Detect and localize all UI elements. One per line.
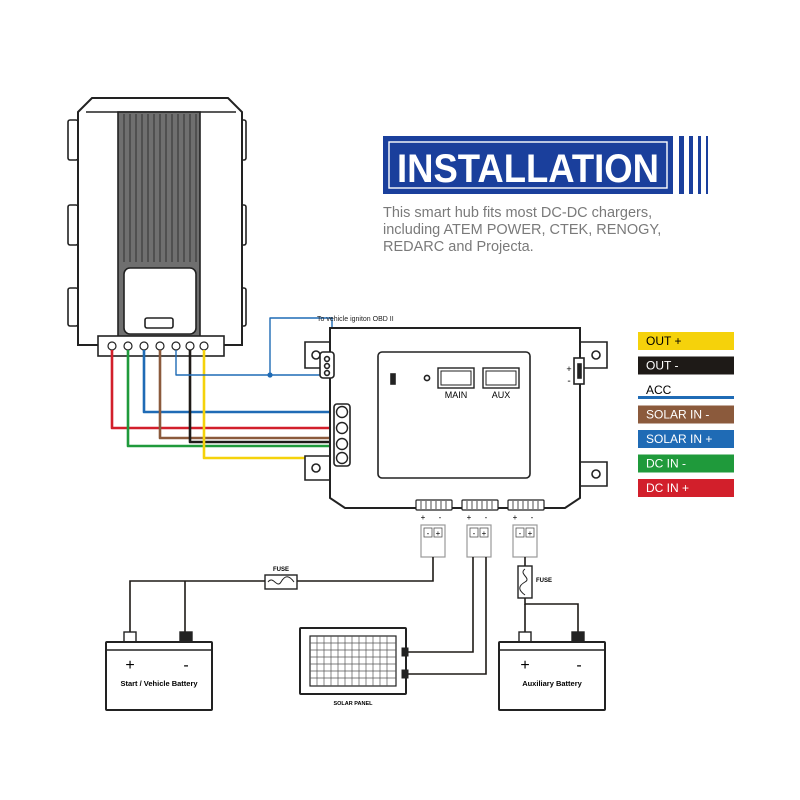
hub-right-minus: - <box>567 376 570 387</box>
legend-swatch-0 <box>638 332 734 350</box>
port2-minus: - <box>485 513 488 522</box>
start-battery <box>105 631 213 711</box>
legend-swatch-2 <box>638 396 734 399</box>
wire-solar-minus <box>158 350 340 440</box>
aux-battery-minus: - <box>576 657 581 674</box>
wire-dc-in-minus <box>126 350 340 448</box>
description-line-2: including ATEM POWER, CTEK, RENOGY, <box>383 222 662 238</box>
aux-battery-plus: + <box>520 657 529 674</box>
description-line-1: This smart hub fits most DC-DC chargers, <box>383 205 653 221</box>
start-battery-plus: + <box>125 657 134 674</box>
banner-title: INSTALLATION <box>397 147 659 191</box>
start-battery-label: Start / Vehicle Battery <box>120 679 198 688</box>
legend-swatch-1 <box>638 356 734 375</box>
port2-plus: + <box>467 513 472 522</box>
legend-swatch-3 <box>638 405 734 424</box>
acc-junction <box>267 372 273 378</box>
legend-swatch-4 <box>638 430 734 448</box>
legend-label-0: OUT + <box>646 334 681 348</box>
legend-swatch-6 <box>638 479 734 497</box>
port3-plus: + <box>513 513 518 522</box>
smart-hub <box>304 327 608 509</box>
description-line-3: REDARC and Projecta. <box>383 239 534 255</box>
legend-label-5: DC IN - <box>646 457 686 471</box>
legend-label-6: DC IN + <box>646 481 689 495</box>
wire-out-plus <box>202 350 340 460</box>
wire-out-minus <box>188 350 340 444</box>
fuse-aux-label: FUSE <box>536 578 552 584</box>
obd-label: To vehicle igniton OBD II <box>317 316 394 323</box>
wiring-harness <box>110 317 340 460</box>
fuse-start <box>264 574 298 590</box>
wire-solar-plus <box>142 350 340 414</box>
hub-right-plus: + <box>566 364 571 374</box>
wire-color-legend: OUT + OUT - ACC SOLAR IN - SOLAR IN + DC IN -… <box>638 332 734 497</box>
aux-display-label: AUX <box>492 390 511 400</box>
start-battery-minus: - <box>183 657 188 674</box>
charger-terminals <box>107 341 209 351</box>
legend-label-3: SOLAR IN - <box>646 408 709 422</box>
plug2-minus: - <box>473 529 476 538</box>
legend-label-1: OUT - <box>646 359 678 373</box>
solar-panel-label: SOLAR PANEL <box>333 701 373 707</box>
hub-output-ports <box>415 499 545 511</box>
plug1-minus: - <box>427 529 430 538</box>
fuse-aux <box>517 565 533 599</box>
installation-banner <box>383 136 708 194</box>
hub-input-terminals <box>335 405 349 465</box>
legend-swatch-5 <box>638 454 734 473</box>
port1-plus: + <box>421 513 426 522</box>
dc-dc-charger <box>67 97 247 357</box>
legend-label-4: SOLAR IN + <box>646 432 712 446</box>
aux-battery <box>498 631 606 711</box>
plug3-minus: - <box>519 529 522 538</box>
plug3-plus: + <box>528 529 533 538</box>
aux-battery-label: Auxiliary Battery <box>522 679 582 688</box>
solar-panel <box>299 627 409 695</box>
plug1-plus: + <box>436 529 441 538</box>
legend-label-2: ACC <box>646 383 672 397</box>
plug2-plus: + <box>482 529 487 538</box>
main-display-label: MAIN <box>445 390 468 400</box>
description: This smart hub fits most DC-DC chargers,… <box>383 205 703 256</box>
wire-dc-in-plus <box>110 350 340 430</box>
port3-minus: - <box>531 513 534 522</box>
port1-minus: - <box>439 513 442 522</box>
fuse-start-label: FUSE <box>273 567 289 573</box>
battery-wiring <box>129 557 579 675</box>
